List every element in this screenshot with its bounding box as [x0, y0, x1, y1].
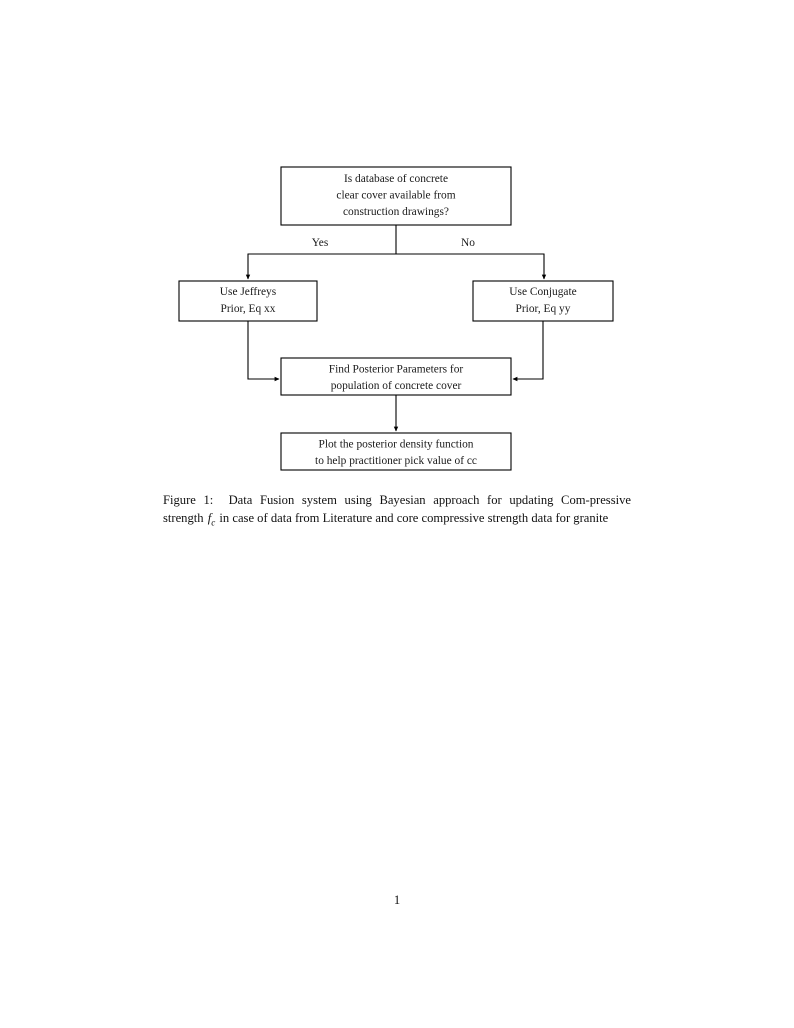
node-find-posterior-parameters[interactable]: Find Posterior Parameters for population… [280, 357, 512, 396]
node-line-3: construction drawings? [343, 206, 449, 218]
node-use-conjugate-prior[interactable]: Use Conjugate Prior, Eq yy [472, 280, 614, 322]
node-line-2: to help practitioner pick value of cc [315, 455, 477, 467]
node-line-2: population of concrete cover [331, 380, 462, 392]
figure-caption: Figure 1: Data Fusion system using Bayes… [163, 492, 631, 532]
page-number: 1 [393, 893, 401, 907]
edge-label-yes: Yes [312, 237, 329, 249]
node-line-1: Use Conjugate [509, 286, 576, 298]
caption-text-after-math: in case of data from Literature and core… [219, 510, 609, 525]
node-box [472, 280, 614, 322]
figure-flowchart: Yes No Is database of concrete clear cov… [0, 0, 794, 490]
node-line-2: clear cover available from [336, 190, 455, 202]
node-use-jeffreys-prior[interactable]: Use Jeffreys Prior, Eq xx [178, 280, 318, 322]
node-box [280, 166, 512, 226]
node-line-1: Find Posterior Parameters for [329, 364, 464, 376]
node-line-2: Prior, Eq yy [516, 303, 571, 315]
edge-label-no: No [461, 237, 475, 249]
edge-conjugate-to-posterior [512, 321, 544, 382]
edge-jeffreys-to-posterior [247, 321, 280, 382]
node-line-1: Use Jeffreys [220, 286, 277, 298]
node-plot-posterior-density[interactable]: Plot the posterior density function to h… [280, 432, 512, 471]
caption-label: Figure 1: [163, 493, 214, 507]
node-line-1: Plot the posterior density function [318, 439, 473, 451]
node-line-1: Is database of concrete [344, 173, 448, 185]
node-box [178, 280, 318, 322]
caption-text-before-math: Data Fusion system using Bayesian approa… [163, 493, 631, 525]
node-box [280, 432, 512, 471]
flowchart-canvas: Yes No Is database of concrete clear cov… [178, 166, 614, 471]
node-line-2: Prior, Eq xx [221, 303, 276, 315]
node-box [280, 357, 512, 396]
caption-math-symbol: fc [207, 510, 216, 528]
node-decision-database-available[interactable]: Is database of concrete clear cover avai… [280, 166, 512, 226]
edge-decision-to-branch-bar [247, 225, 545, 255]
